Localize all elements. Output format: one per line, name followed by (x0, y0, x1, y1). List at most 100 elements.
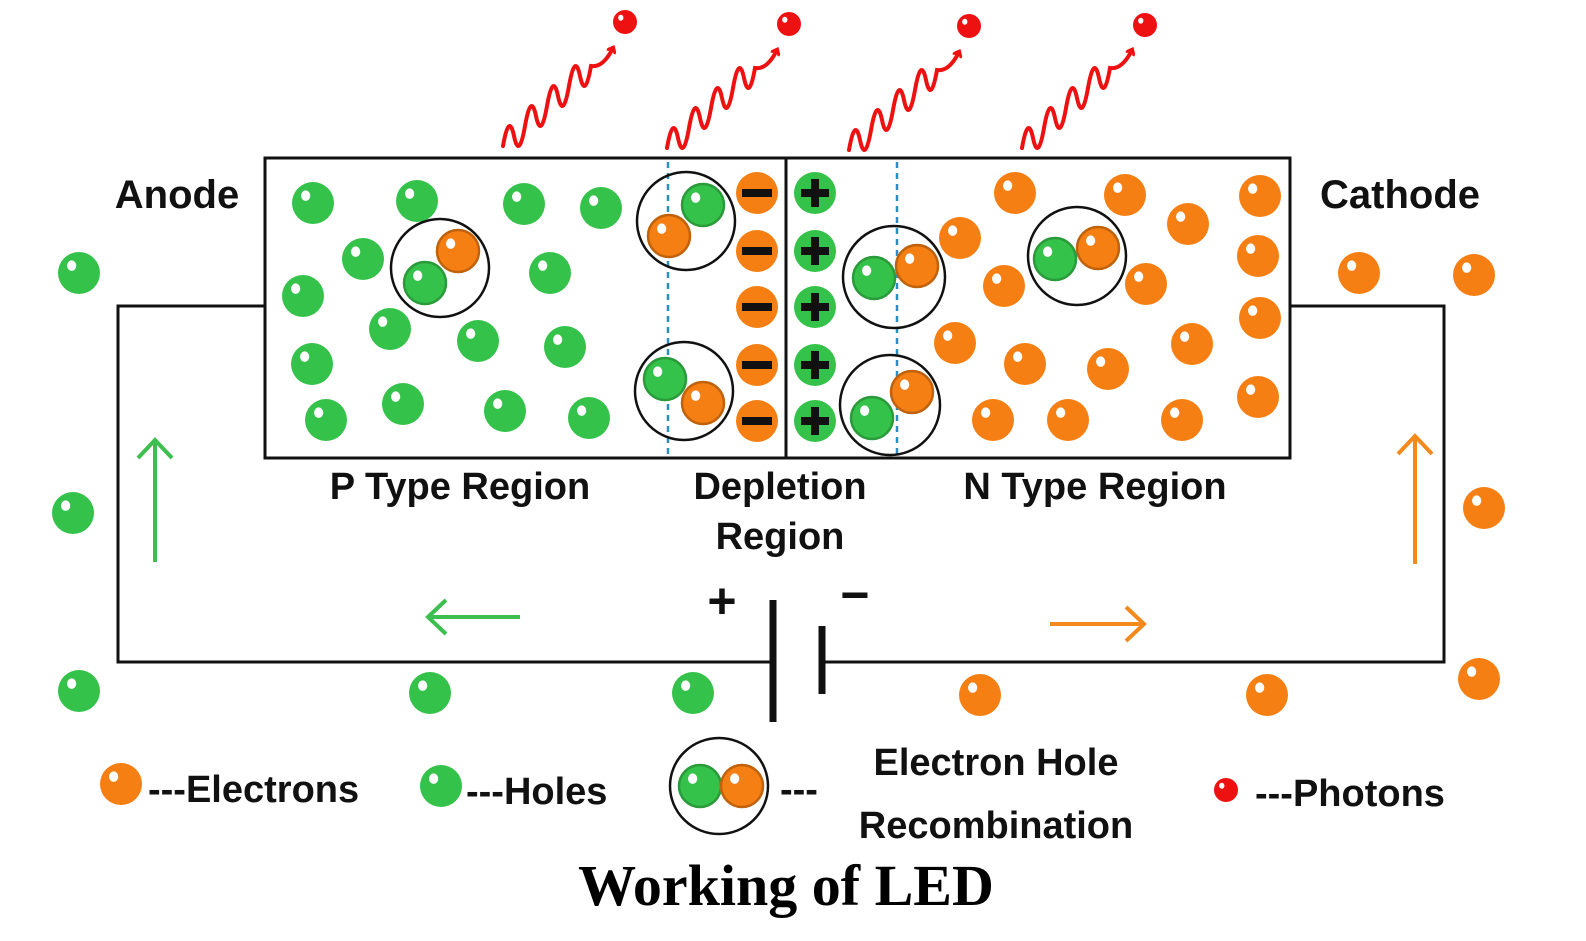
electron-particle (1004, 343, 1046, 385)
photon-wave (665, 50, 777, 150)
depletion-region-label-line1: Depletion (693, 466, 866, 508)
electron-in-pair (680, 380, 726, 426)
electron-particle (1125, 263, 1167, 305)
negative-ion (736, 344, 778, 386)
negative-ion (736, 172, 778, 214)
electron-in-pair (719, 763, 765, 809)
negative-ion (736, 230, 778, 272)
hole-particle (291, 343, 333, 385)
electron-particle (934, 322, 976, 364)
positive-ion (794, 230, 836, 272)
electron-in-wire (1463, 487, 1505, 529)
photon-particle (957, 14, 981, 38)
electron-particle (1338, 252, 1380, 294)
photon-wave (501, 48, 613, 148)
positive-ion (794, 344, 836, 386)
legend-photons-label: ---Photons (1255, 773, 1445, 815)
electron-particle (1453, 254, 1495, 296)
electron-particle (1161, 399, 1203, 441)
electron-flow-arrow-up (1396, 433, 1434, 564)
cathode-label: Cathode (1320, 173, 1480, 217)
hole-in-pair (680, 182, 726, 228)
recombination-pair (389, 217, 491, 319)
hole-in-pair (642, 356, 688, 402)
battery-minus-sign: − (840, 567, 869, 623)
positive-ion (794, 400, 836, 442)
hole-in-wire (409, 672, 451, 714)
hole-in-wire (58, 670, 100, 712)
photon-particle (1133, 13, 1157, 37)
electron-in-pair (646, 213, 692, 259)
hole-flow-arrow-up (136, 437, 174, 562)
legend-recombination-line1: Electron Hole (874, 742, 1119, 784)
photons-layer (501, 10, 1157, 152)
legend-recombination-dash: --- (780, 769, 818, 811)
anode-label: Anode (115, 173, 239, 217)
electron-in-wire (1246, 674, 1288, 716)
positive-ion (794, 286, 836, 328)
recombination-pair (633, 340, 735, 442)
electron-particle (1239, 175, 1281, 217)
positive-ion (794, 172, 836, 214)
electron-particle (939, 217, 981, 259)
legend-hole-icon (420, 765, 462, 807)
hole-particle (396, 180, 438, 222)
hole-particle (580, 187, 622, 229)
n-type-region-label: N Type Region (963, 466, 1226, 508)
hole-flow-arrow-left (425, 598, 520, 636)
pn-junction-box (263, 156, 1292, 460)
electron-in-pair (435, 228, 481, 274)
electron-in-pair (889, 369, 935, 415)
photon-emission (847, 14, 981, 152)
photon-particle (777, 12, 801, 36)
photon-emission (1020, 13, 1157, 150)
electron-in-pair (1075, 225, 1121, 271)
circuit-wire (116, 304, 1446, 664)
electron-particle (1104, 174, 1146, 216)
hole-particle (484, 390, 526, 432)
hole-particle (382, 383, 424, 425)
photon-wave (847, 52, 959, 152)
hole-particle (457, 320, 499, 362)
hole-in-pair (402, 260, 448, 306)
electron-particle (1087, 348, 1129, 390)
hole-in-pair (849, 395, 895, 441)
photon-wave (1020, 50, 1132, 150)
hole-in-pair (1032, 236, 1078, 282)
recombination-pair (841, 224, 947, 330)
battery: + − (707, 567, 870, 722)
legend-photon-icon (1214, 778, 1238, 802)
recombination-pair (838, 353, 942, 457)
recombination-pair (1026, 205, 1128, 307)
photon-particle (613, 10, 637, 34)
negative-ion (736, 286, 778, 328)
electron-particle (972, 399, 1014, 441)
photon-emission (665, 12, 801, 150)
electron-particle (1047, 399, 1089, 441)
hole-particle (503, 183, 545, 225)
electron-particle (983, 265, 1025, 307)
hole-particle (305, 399, 347, 441)
battery-plus-sign: + (707, 573, 736, 629)
electron-particle (1239, 297, 1281, 339)
hole-particle (568, 397, 610, 439)
electron-particle (1171, 323, 1213, 365)
hole-in-wire (52, 492, 94, 534)
electron-particle (1237, 235, 1279, 277)
hole-in-wire (58, 252, 100, 294)
photon-emission (501, 10, 637, 148)
legend-holes-label: ---Holes (466, 771, 607, 813)
hole-particle (282, 275, 324, 317)
legend-recombination-icon (668, 736, 770, 836)
diagram-title: Working of LED (578, 853, 994, 918)
hole-in-pair (677, 763, 723, 809)
electron-particle (1167, 203, 1209, 245)
electron-in-wire (1458, 658, 1500, 700)
negative-ion (736, 400, 778, 442)
electron-in-pair (894, 243, 940, 289)
hole-in-wire (672, 672, 714, 714)
electron-particle (994, 172, 1036, 214)
legend: ---Electrons ---Holes --- Electron Hole … (100, 736, 1445, 847)
electron-in-wire (959, 674, 1001, 716)
